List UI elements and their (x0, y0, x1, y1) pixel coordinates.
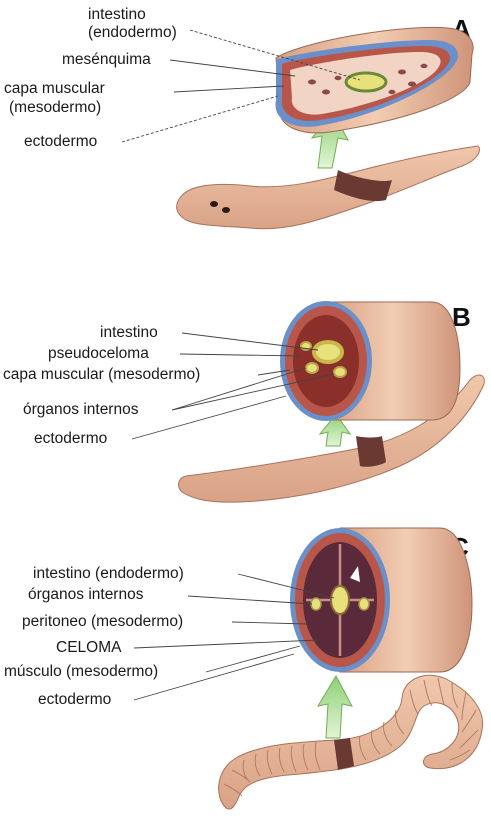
leader-a-ectodermo (122, 96, 278, 142)
leader-a-capa-muscular (174, 86, 284, 92)
organ-c-1 (311, 598, 321, 610)
label-b-capa-muscular: capa muscular (mesodermo) (3, 366, 200, 383)
label-a-capa-muscular: capa muscular (4, 80, 105, 97)
panel-c: C (4, 528, 483, 809)
label-a-endodermo: (endodermo) (88, 24, 177, 41)
label-c-peritoneo: peritoneo (mesodermo) (22, 613, 183, 630)
leader-c-musculo (206, 646, 300, 672)
gut-b (314, 342, 342, 362)
label-c-intestino: intestino (endodermo) (33, 565, 184, 582)
cut-band-b (356, 436, 386, 467)
organ-b-2 (334, 367, 346, 377)
cross-section-b (280, 301, 460, 421)
label-a-ectodermo: ectodermo (24, 133, 97, 150)
label-a-mesodermo: (mesodermo) (9, 99, 101, 116)
panel-b: B intestino pseudoceloma capa muscular (… (3, 301, 484, 502)
label-c-musculo: músculo (mesodermo) (4, 663, 158, 680)
leader-c-celoma (134, 640, 318, 648)
label-b-pseudoceloma: pseudoceloma (48, 345, 149, 362)
gut-a (346, 73, 386, 91)
panel-a: A intestino (endodermo) mes (4, 6, 479, 229)
gut-c (331, 586, 349, 614)
label-b-ectodermo: ectodermo (34, 430, 107, 447)
cross-section-a (275, 27, 473, 132)
section-arrow-c (318, 676, 352, 738)
label-b-organos: órganos internos (23, 401, 139, 418)
label-b-intestino: intestino (100, 324, 158, 341)
organ-b-1 (306, 363, 318, 373)
earthworm-body (219, 675, 483, 809)
leader-b-ectodermo (132, 396, 286, 439)
cross-section-c (290, 528, 472, 672)
label-a-intestino: intestino (88, 6, 146, 23)
label-a-mesenquima: mesénquima (62, 51, 151, 68)
label-c-ectodermo: ectodermo (38, 691, 111, 708)
eyespot-left (210, 201, 218, 207)
eyespot-right (222, 207, 230, 213)
organ-c-2 (359, 598, 369, 610)
label-c-celoma: CELOMA (56, 639, 122, 656)
label-c-organos: órganos internos (28, 586, 144, 603)
